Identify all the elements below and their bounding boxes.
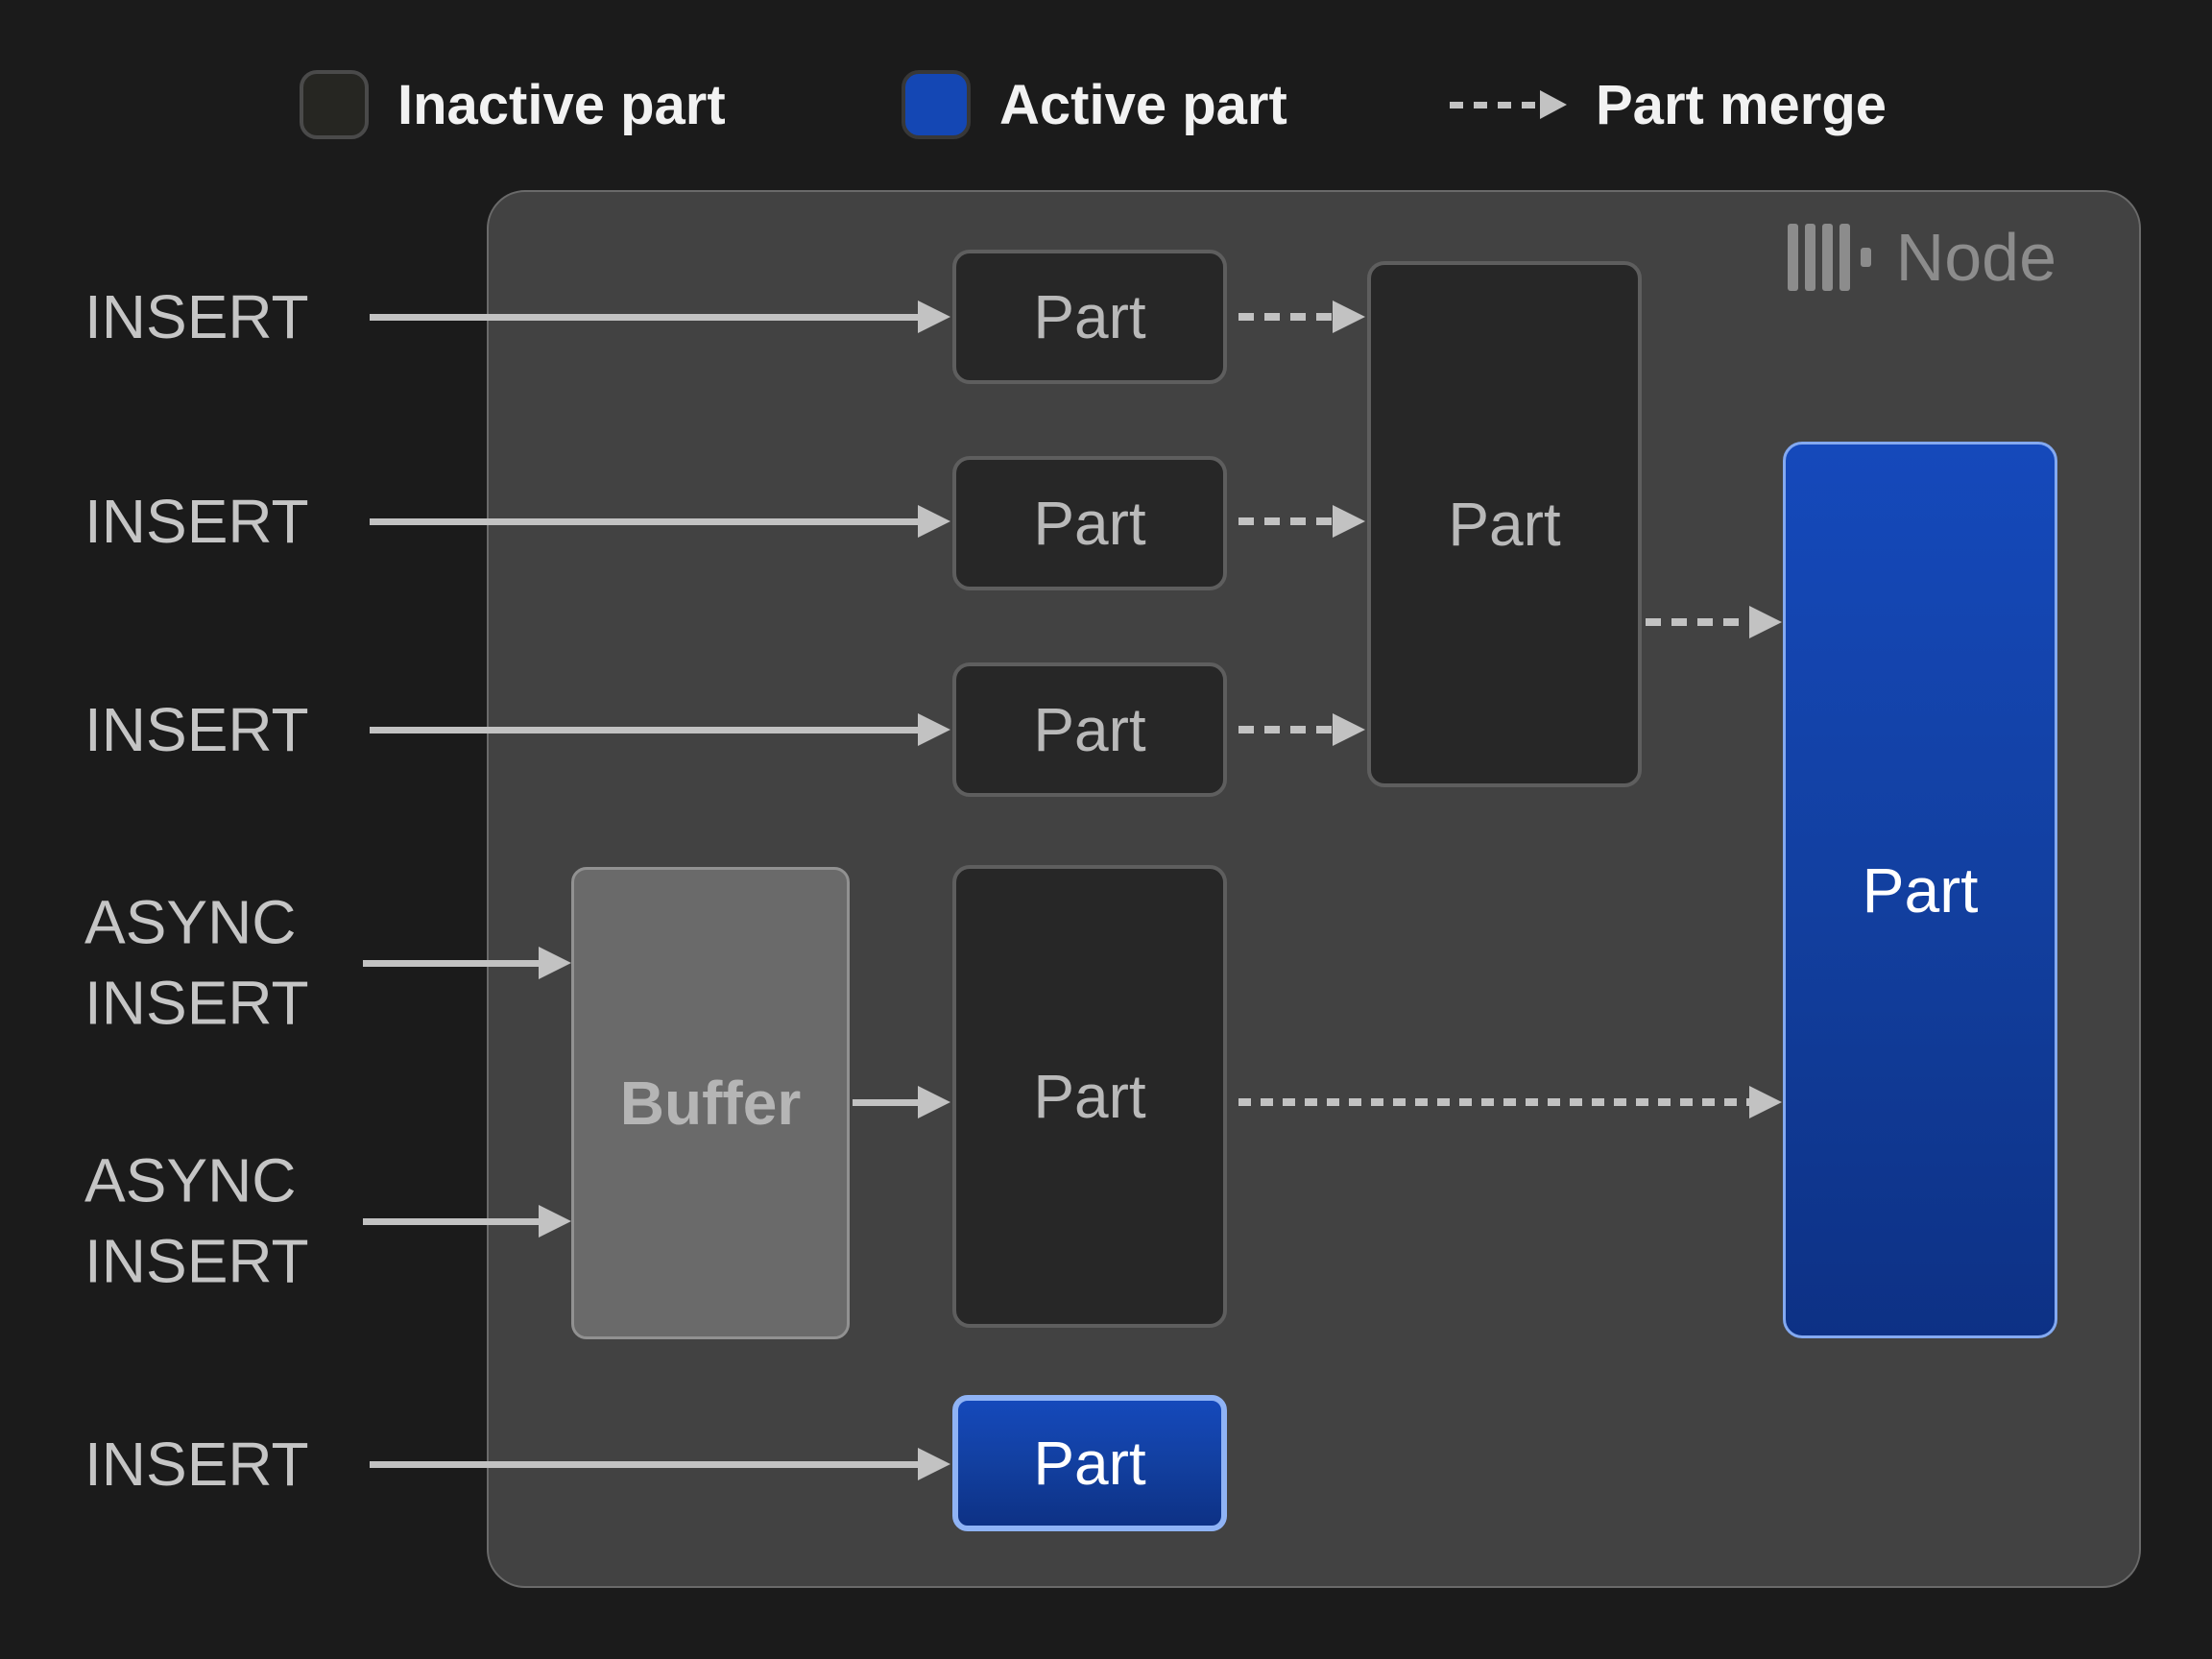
- merge-arrow-merged-to-active: [1646, 605, 1782, 639]
- legend-item-merge: Part merge: [1450, 70, 1887, 139]
- async-insert-arrow-1: [363, 946, 571, 980]
- part-box-3-label: Part: [1033, 695, 1146, 764]
- merged-part-label: Part: [1448, 490, 1561, 559]
- insert-arrow-1: [370, 300, 950, 334]
- io-label-insert-1: INSERT: [84, 281, 309, 351]
- io-label-insert-2: INSERT: [84, 486, 309, 556]
- buffer-flush-arrow: [853, 1085, 950, 1119]
- clickhouse-logo-icon: [1787, 224, 1871, 291]
- part-box-2: Part: [952, 456, 1227, 590]
- async-insert-arrow-2: [363, 1204, 571, 1238]
- io-label-insert-4: INSERT: [84, 1429, 309, 1499]
- active-part-label: Part: [1862, 854, 1979, 926]
- legend-item-active: Active part: [902, 70, 1287, 139]
- merged-part-box: Part: [1367, 261, 1642, 787]
- merge-arrow-async-to-active: [1238, 1085, 1782, 1119]
- node-header: Node: [1787, 219, 2056, 296]
- node-label: Node: [1895, 220, 2056, 295]
- io-label-insert-3: INSERT: [84, 694, 309, 764]
- inserted-part-label: Part: [1033, 1429, 1146, 1498]
- async-part-label: Part: [1033, 1062, 1146, 1131]
- insert-arrow-4: [370, 1447, 950, 1481]
- merge-arrow-part2: [1238, 504, 1365, 539]
- part-box-1: Part: [952, 250, 1227, 384]
- io-label-async-insert-1: ASYNC INSERT: [84, 887, 309, 1038]
- insert-arrow-2: [370, 504, 950, 539]
- legend-label-inactive: Inactive part: [397, 73, 726, 136]
- legend-label-merge: Part merge: [1596, 73, 1887, 136]
- merge-arrow-part1: [1238, 300, 1365, 334]
- part-box-2-label: Part: [1033, 489, 1146, 558]
- merge-arrow-part3: [1238, 712, 1365, 747]
- buffer-box: Buffer: [571, 867, 850, 1339]
- inactive-part-swatch-icon: [300, 70, 369, 139]
- dashed-arrow-icon: [1450, 90, 1567, 119]
- io-label-async-insert-2: ASYNC INSERT: [84, 1145, 309, 1296]
- legend-item-inactive: Inactive part: [300, 70, 726, 139]
- active-part-swatch-icon: [902, 70, 971, 139]
- part-box-3: Part: [952, 662, 1227, 797]
- part-box-1-label: Part: [1033, 282, 1146, 351]
- legend-label-active: Active part: [999, 73, 1287, 136]
- buffer-label: Buffer: [619, 1069, 802, 1138]
- inserted-part-box: Part: [952, 1395, 1227, 1531]
- async-part-box: Part: [952, 865, 1227, 1328]
- active-part-box: Part: [1783, 442, 2057, 1338]
- insert-arrow-3: [370, 712, 950, 747]
